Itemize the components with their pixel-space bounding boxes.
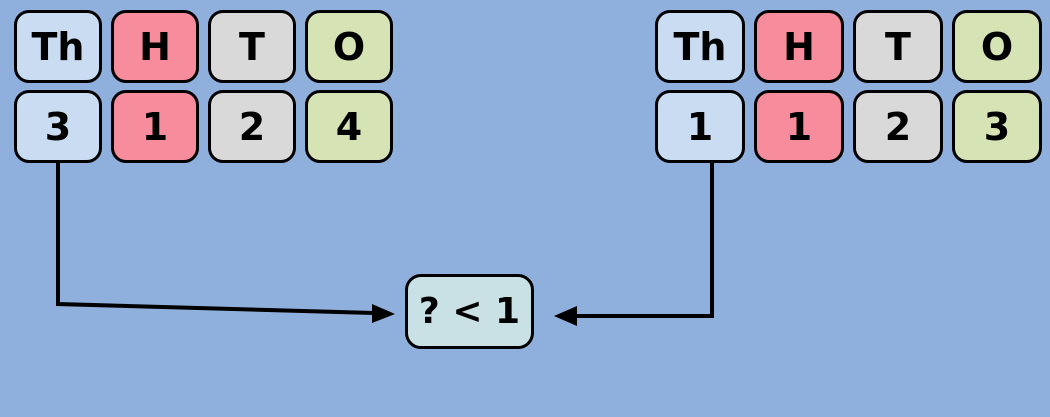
left-header-row: Th H T O [14, 10, 393, 83]
right-digit-thousands: 1 [655, 90, 745, 163]
right-header-row: Th H T O [655, 10, 1042, 83]
right-thousands-arrow [554, 163, 714, 326]
left-digit-hundreds: 1 [111, 90, 199, 163]
left-header-tens: T [208, 10, 296, 83]
left-header-thousands: Th [14, 10, 102, 83]
left-place-value-chart: Th H T O 3 1 2 4 [14, 10, 393, 163]
left-thousands-arrow [56, 163, 395, 323]
right-digit-hundreds: 1 [754, 90, 844, 163]
left-digit-tens: 2 [208, 90, 296, 163]
comparison-box: ? < 1 [405, 274, 534, 349]
right-header-thousands: Th [655, 10, 745, 83]
arrowhead-right-icon [372, 304, 395, 323]
left-digit-row: 3 1 2 4 [14, 90, 393, 163]
right-digit-tens: 2 [853, 90, 943, 163]
right-digit-row: 1 1 2 3 [655, 90, 1042, 163]
right-digit-ones: 3 [952, 90, 1042, 163]
left-header-hundreds: H [111, 10, 199, 83]
right-header-tens: T [853, 10, 943, 83]
left-digit-ones: 4 [305, 90, 393, 163]
right-header-ones: O [952, 10, 1042, 83]
right-place-value-chart: Th H T O 1 1 2 3 [655, 10, 1042, 163]
left-digit-thousands: 3 [14, 90, 102, 163]
right-header-hundreds: H [754, 10, 844, 83]
left-header-ones: O [305, 10, 393, 83]
arrowhead-left-icon [554, 306, 577, 326]
